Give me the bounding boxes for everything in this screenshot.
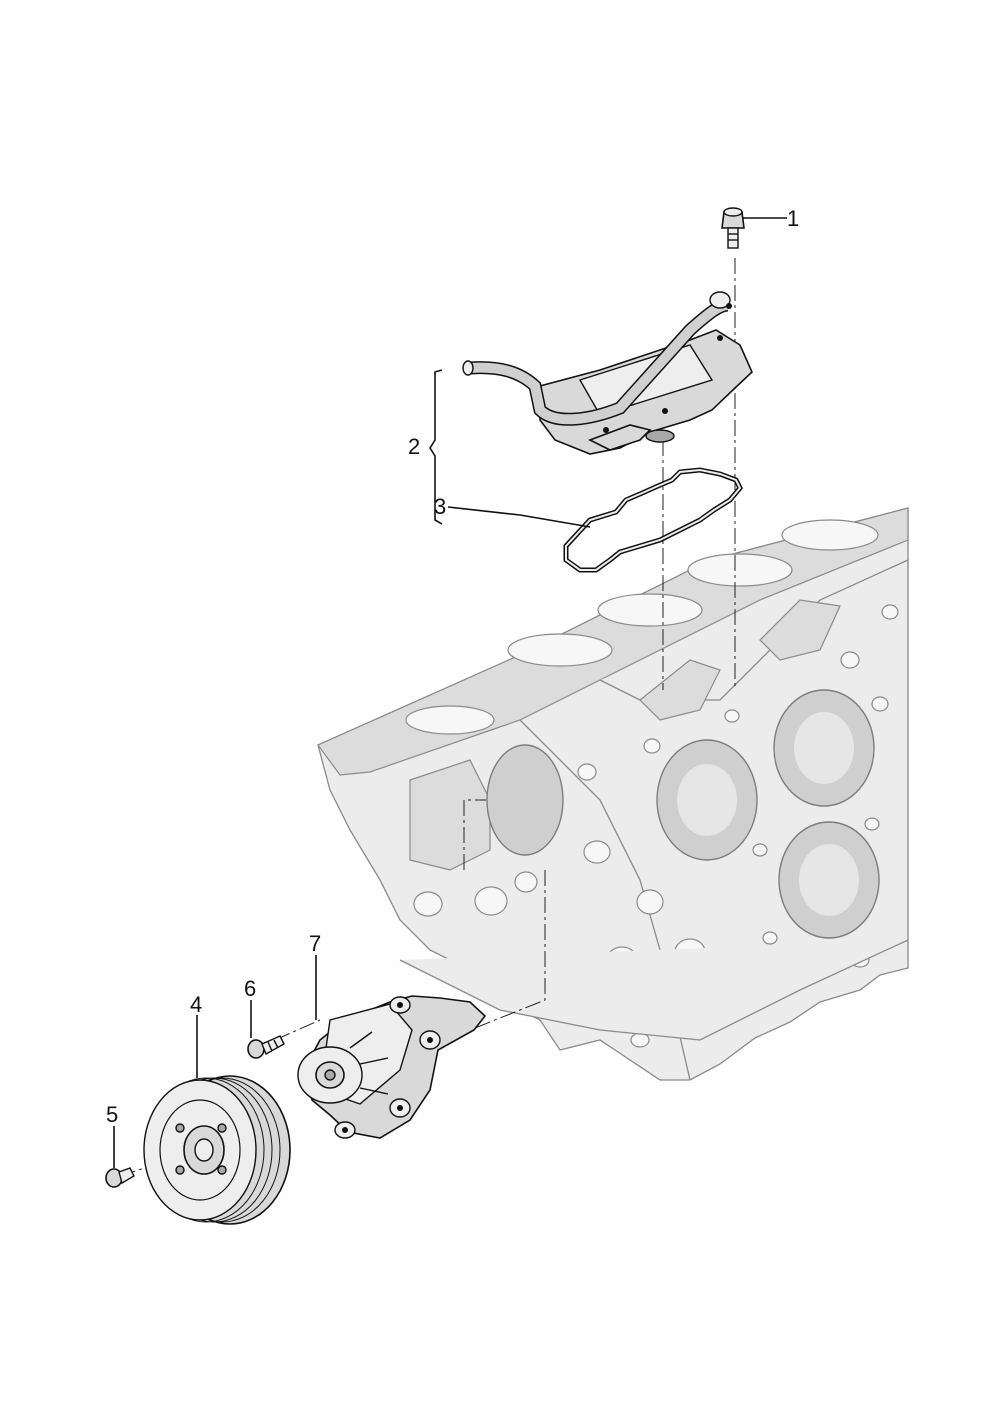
callout-2: 2: [408, 434, 420, 459]
callout-5: 5: [106, 1102, 118, 1127]
gasket: [447, 467, 743, 573]
callout-4: 4: [190, 992, 202, 1017]
bolt-5: [105, 1126, 135, 1188]
callout-labels: 1 2 3 4 5 6 7: [106, 206, 799, 1127]
callout-1: 1: [787, 206, 799, 231]
coolant-pipe-housing: [429, 291, 753, 525]
engine-block: [317, 507, 909, 1081]
callout-7: 7: [309, 931, 321, 956]
pulley: [143, 1015, 291, 1225]
bolt-1: [721, 207, 787, 249]
water-pump-icon: [297, 995, 487, 1139]
pulley-icon: [143, 1075, 291, 1225]
bolt-6: [247, 1000, 285, 1059]
water-pump: [297, 955, 487, 1139]
bolt-icon: [105, 1167, 135, 1188]
callout-6: 6: [244, 976, 256, 1001]
coolant-pipe-housing-icon: [462, 291, 753, 455]
bolt-icon: [247, 1035, 285, 1059]
bolt-icon: [721, 207, 745, 249]
callout-3: 3: [434, 494, 446, 519]
gasket-icon: [563, 467, 743, 573]
